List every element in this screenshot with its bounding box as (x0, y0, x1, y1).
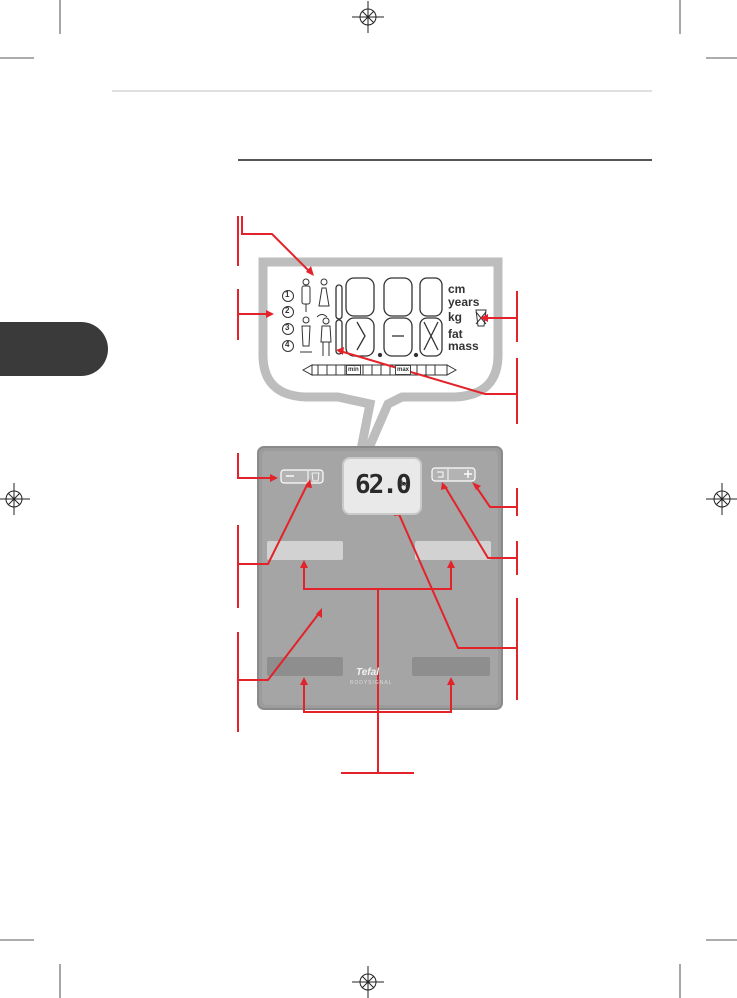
minus-water-button-group (280, 469, 324, 484)
scale-reading: 62.0 (355, 470, 412, 500)
registration-mark-icon (706, 483, 737, 515)
registration-mark-icon (352, 966, 384, 998)
brand-logo: Tefal (356, 667, 379, 678)
scale-reading-unit: kg (401, 481, 410, 488)
profile-number-2: 2 (285, 306, 290, 315)
electrode-top-right (415, 541, 491, 560)
callout-lines (237, 216, 518, 774)
unit-cm: cm (448, 282, 466, 296)
unit-fat: fat (448, 327, 463, 341)
profile-selector (282, 290, 294, 352)
unit-kg: kg (448, 310, 463, 324)
profile-number-1: 1 (285, 290, 290, 299)
electrode-top-left (267, 541, 343, 560)
registration-mark-icon (352, 1, 384, 33)
model-name: BODYSIGNAL (350, 680, 393, 686)
profile-number-4: 4 (285, 340, 290, 349)
section-tab (0, 322, 108, 376)
scale-display (342, 457, 422, 515)
electrode-bottom-left (267, 657, 343, 676)
child-icon (300, 316, 312, 353)
profile-number-3: 3 (285, 323, 290, 332)
electrodes (267, 541, 491, 676)
plus-back-button-group (431, 467, 476, 482)
registration-mark-icon (0, 483, 30, 515)
male-user-icon (301, 278, 311, 312)
bar-min-label: min (346, 365, 361, 375)
unit-mass: mass (448, 339, 479, 353)
bar-max-label: max (395, 365, 412, 375)
unit-years: years (448, 295, 480, 309)
scale-platform (262, 451, 498, 705)
athlete-icon (316, 314, 332, 356)
electrode-bottom-right (412, 657, 490, 676)
female-user-icon (318, 278, 330, 307)
lcd-digits (335, 277, 443, 358)
